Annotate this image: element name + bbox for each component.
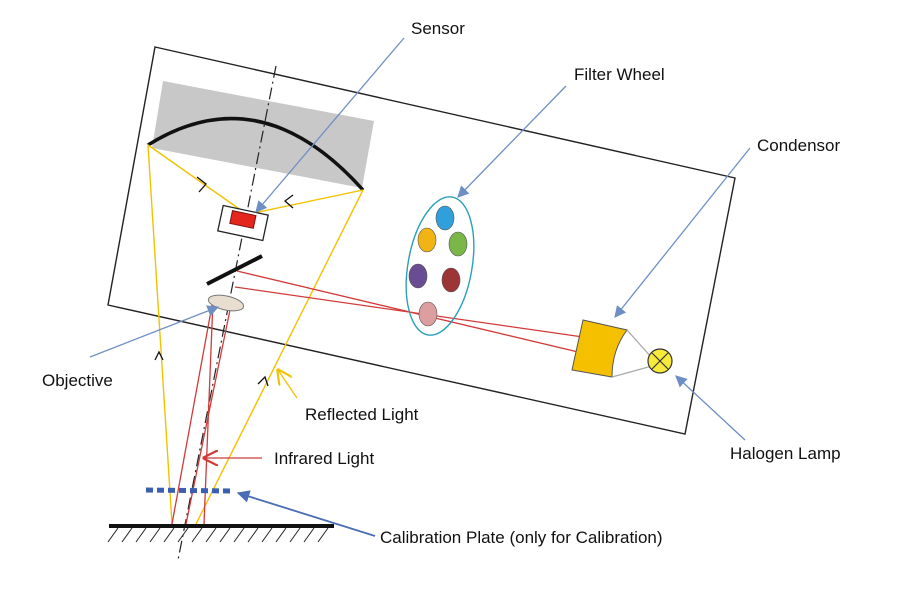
- label-filter-wheel: Filter Wheel: [574, 65, 665, 84]
- condensor: [571, 319, 628, 378]
- hatch-line: [219, 527, 231, 543]
- surface-hatching: [107, 527, 329, 543]
- pointer-objective: [89, 305, 220, 358]
- label-condensor: Condensor: [757, 136, 841, 155]
- filter-wheel: [405, 196, 475, 336]
- lamp-cone: [611, 329, 653, 378]
- hatch-line: [149, 527, 161, 543]
- label-halogen-lamp: Halogen Lamp: [730, 444, 841, 463]
- filter-3: [448, 231, 468, 257]
- label-reflected-light: Reflected Light: [305, 405, 419, 424]
- hatch-line: [205, 527, 217, 543]
- hatch-line: [275, 527, 287, 543]
- infrared-light-rays: [171, 270, 596, 525]
- hatch-line: [163, 527, 175, 543]
- hatch-line: [289, 527, 301, 543]
- label-calibration-plate: Calibration Plate (only for Calibration): [380, 528, 663, 547]
- curved-mirror: [147, 116, 365, 192]
- reflected-light-rays: [147, 144, 364, 525]
- instrument-housing: [107, 46, 736, 435]
- pointer-filter-wheel: [457, 85, 567, 198]
- hatch-line: [177, 527, 189, 543]
- hatch-line: [233, 527, 245, 543]
- pointer-sensor: [255, 37, 405, 213]
- hatch-line: [303, 527, 315, 543]
- calibration-plate: [145, 487, 233, 494]
- filter-5: [441, 267, 461, 293]
- filter-6: [418, 301, 438, 327]
- filter-2: [417, 227, 437, 253]
- pointer-reflected-light: [278, 370, 298, 399]
- label-pointers: [89, 37, 751, 537]
- label-sensor: Sensor: [411, 19, 465, 38]
- hatch-line: [247, 527, 259, 543]
- pointer-calibration-plate: [236, 490, 376, 537]
- halogen-lamp: [647, 348, 673, 374]
- hatch-line: [317, 527, 329, 543]
- pointer-halogen-lamp: [675, 375, 746, 441]
- hatch-line: [121, 527, 133, 543]
- hatch-line: [135, 527, 147, 543]
- hatch-line: [107, 527, 119, 543]
- optical-axis: [177, 65, 277, 561]
- filter-1: [435, 205, 455, 231]
- hatch-line: [191, 527, 203, 543]
- pointer-condensor: [614, 147, 751, 318]
- label-objective: Objective: [42, 371, 113, 390]
- beam-splitter: [206, 254, 263, 286]
- filter-4: [408, 263, 428, 289]
- label-infrared-light: Infrared Light: [274, 449, 374, 468]
- ray-direction-chevrons: [154, 176, 294, 387]
- sensor-chip: [229, 210, 257, 229]
- hatch-line: [261, 527, 273, 543]
- filter-wheel-filters: [408, 205, 468, 327]
